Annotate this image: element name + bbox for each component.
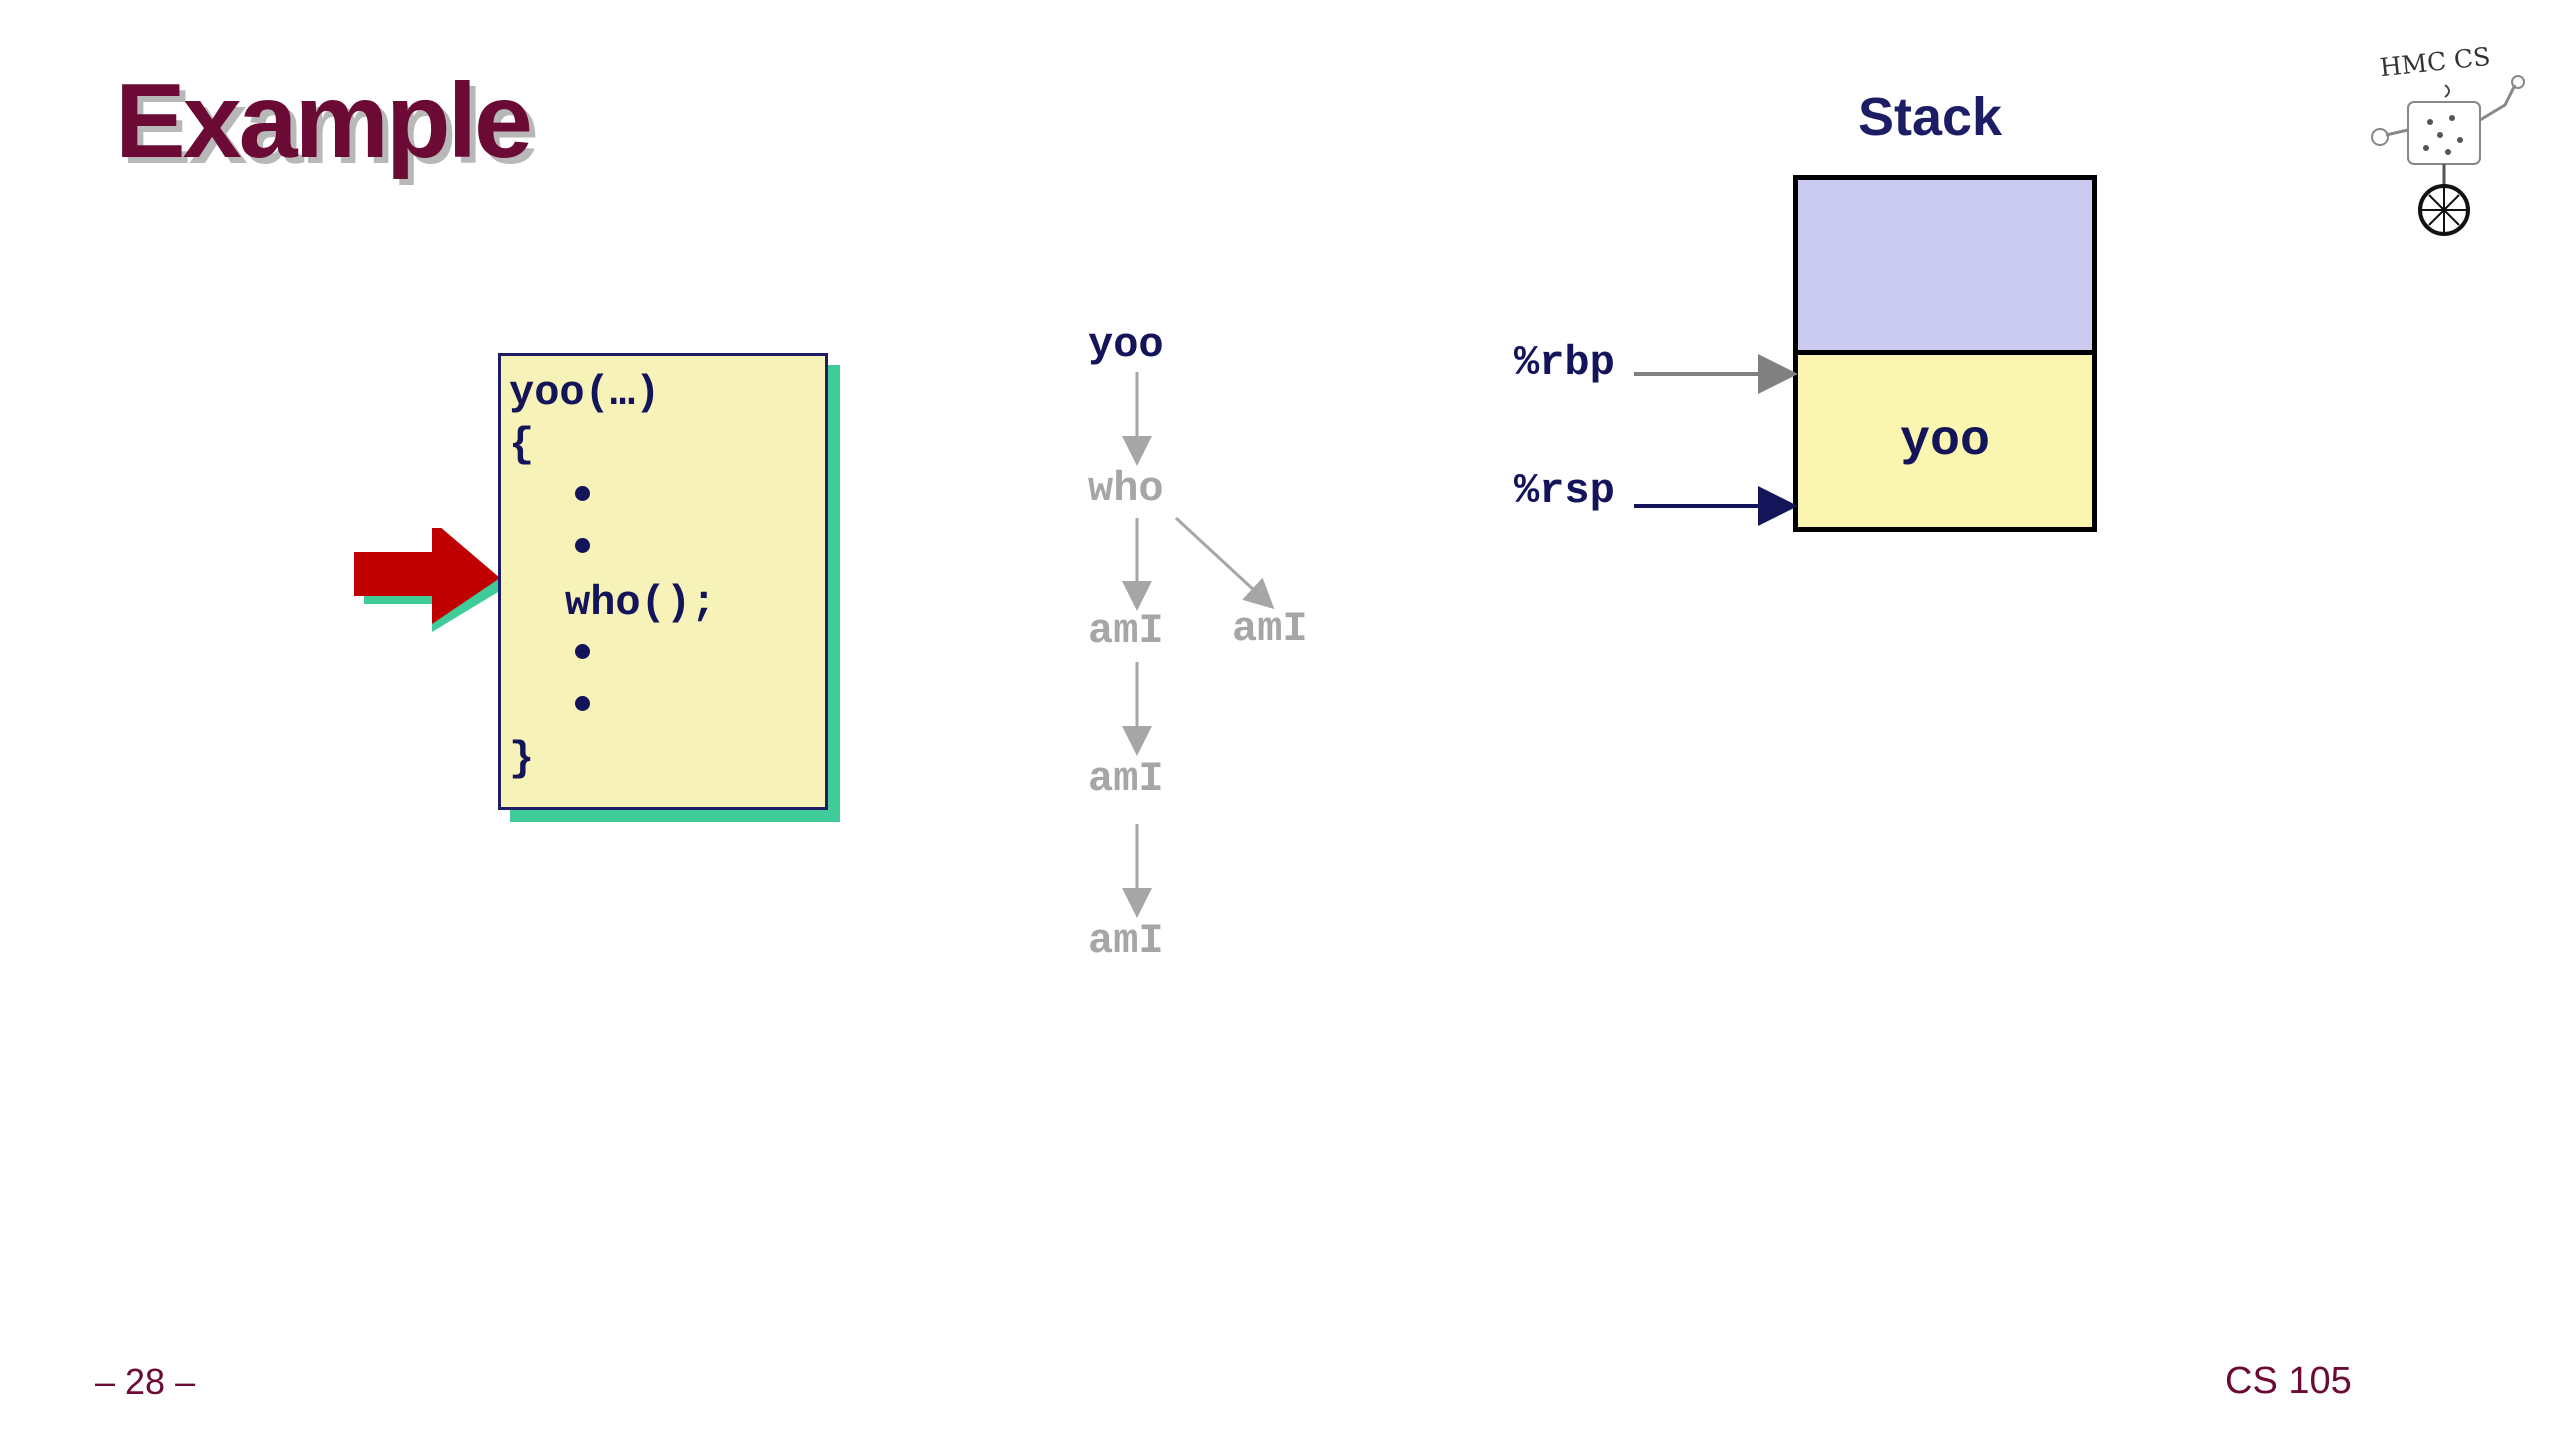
register-rbp-label: %rbp	[1514, 339, 1615, 387]
stack-frame-label: yoo	[1899, 412, 1990, 470]
logo-text: HMC CS	[2378, 42, 2491, 82]
current-line-arrow	[354, 528, 508, 632]
tree-node-ami: amI	[1088, 607, 1164, 655]
code-box: yoo(…) { who(); }	[498, 353, 828, 810]
ellipsis-dot	[575, 538, 590, 553]
tree-node-ami: amI	[1232, 605, 1308, 653]
arrow-shape	[354, 528, 500, 624]
register-pointers: %rbp %rsp	[1514, 339, 1798, 526]
tree-node-ami: amI	[1088, 917, 1164, 965]
tree-edge	[1174, 516, 1275, 610]
ellipsis-dot	[575, 486, 590, 501]
code-open-brace: {	[509, 421, 535, 469]
tree-node-root: yoo	[1088, 321, 1164, 369]
code-call-line: who();	[565, 579, 717, 627]
slide-title: Example	[115, 62, 533, 180]
ellipsis-dot	[575, 644, 590, 659]
call-tree: yoo who amI amI amI amI	[1088, 321, 1308, 965]
course-label: CS 105	[2225, 1360, 2352, 1402]
code-header: yoo(…)	[509, 369, 661, 417]
tree-node-who: who	[1088, 465, 1164, 513]
register-rsp-label: %rsp	[1514, 467, 1615, 515]
code-close-brace: }	[509, 735, 535, 783]
ellipsis-dot	[575, 696, 590, 711]
stack-frame-yoo: yoo	[1793, 350, 2097, 532]
stack-title: Stack	[1857, 87, 2003, 147]
hmc-cs-logo: HMC CS	[2371, 42, 2525, 236]
tree-node-ami: amI	[1088, 755, 1164, 803]
slide-number: – 28 –	[95, 1361, 196, 1402]
stack-frame-caller	[1793, 175, 2097, 355]
